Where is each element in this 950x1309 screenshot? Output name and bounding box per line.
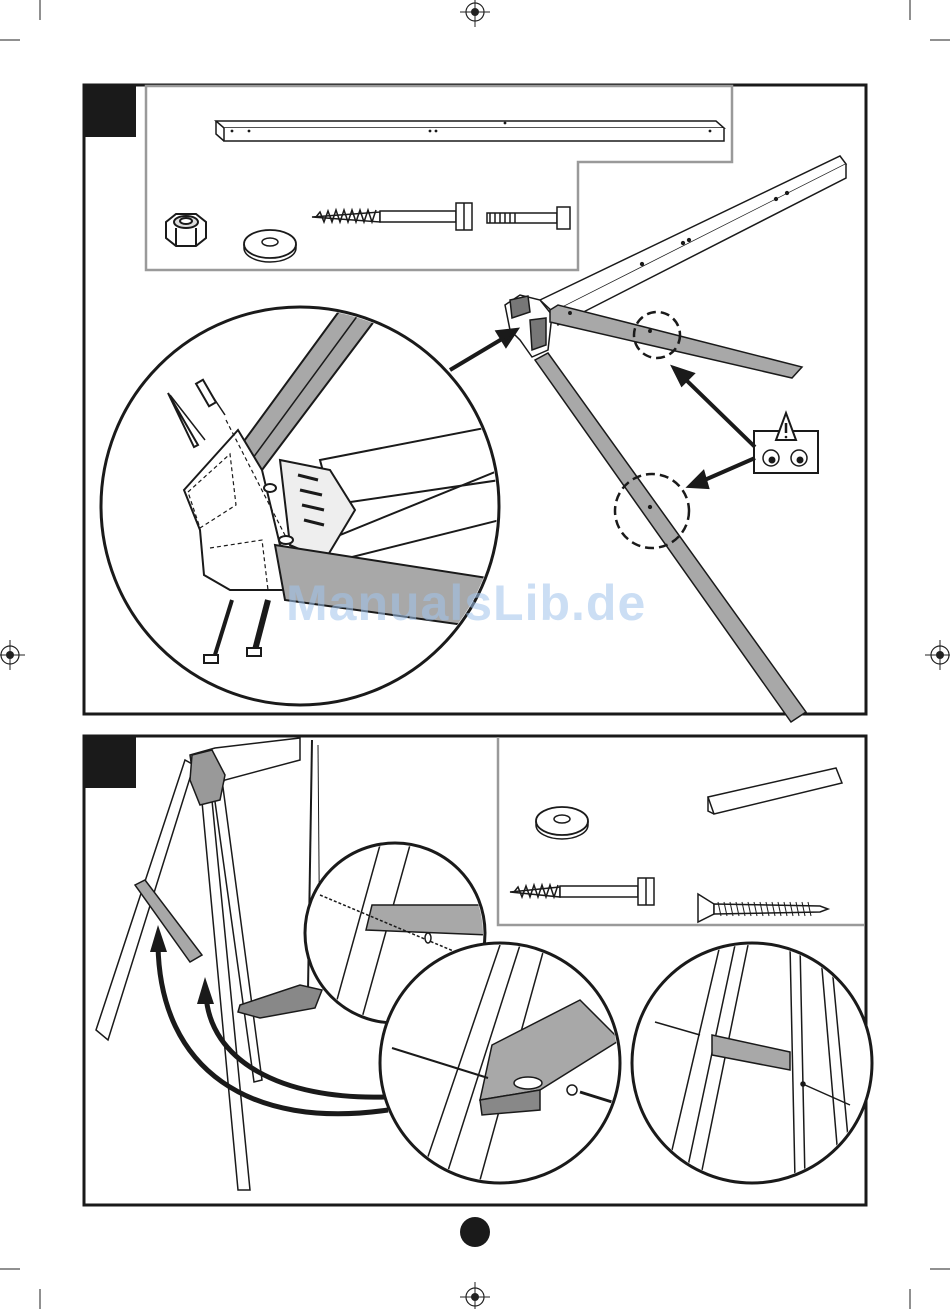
- short-beam: [708, 768, 842, 814]
- nut-icon: [166, 214, 206, 246]
- parts-box: [146, 86, 732, 270]
- washer-icon: [244, 230, 296, 262]
- detail-circle-3: [632, 943, 872, 1183]
- lag-screw-icon: [312, 203, 472, 230]
- registration-mark-left: [0, 640, 25, 670]
- lag-screw-icon: [510, 878, 654, 905]
- step-panel-bottom: [84, 736, 872, 1205]
- long-beam: [216, 121, 724, 141]
- step-number-box: [84, 736, 136, 788]
- registration-mark-top: [460, 0, 490, 27]
- registration-mark-right: [925, 640, 950, 670]
- step-number-box: [84, 85, 136, 137]
- swing-frame: [96, 738, 322, 1190]
- wood-screw-icon: [698, 894, 828, 922]
- parts-box: [498, 737, 864, 925]
- detail-zoom-circle: [101, 307, 500, 705]
- watermark-text: ManualsLib.de: [286, 574, 646, 632]
- frame-leg: [535, 353, 806, 722]
- detail-circle-2: [380, 943, 620, 1183]
- registration-mark-bottom: [460, 1282, 490, 1309]
- warning-box: [754, 413, 818, 473]
- bolt-icon: [487, 207, 570, 229]
- page-number-marker: [460, 1217, 490, 1247]
- washer-icon: [536, 807, 588, 839]
